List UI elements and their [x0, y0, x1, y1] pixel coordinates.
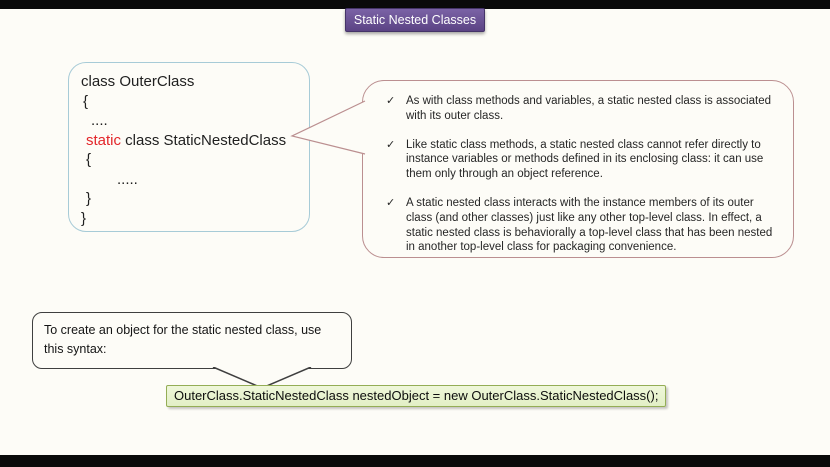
list-item: ✓ Like static class methods, a static ne… — [386, 138, 779, 182]
letterbox-bottom-bar — [0, 455, 830, 467]
bullet-text-association: As with class methods and variables, a s… — [406, 95, 771, 122]
code-line-dots-outer: .... — [91, 112, 108, 129]
code-box: class OuterClass { .... static class Sta… — [68, 62, 310, 232]
list-item: ✓ A static nested class interacts with t… — [386, 196, 779, 255]
code-line-dots-inner: ..... — [117, 170, 138, 188]
slide-title: Static Nested Classes — [345, 8, 485, 32]
syntax-speech-bubble: To create an object for the static neste… — [32, 312, 352, 369]
checkmark-icon: ✓ — [386, 196, 396, 209]
static-nested-class-declaration: class StaticNestedClass — [121, 131, 287, 149]
list-item: ✓ As with class methods and variables, a… — [386, 94, 779, 124]
letterbox-top-bar — [0, 0, 830, 9]
code-line-close-brace-inner: } — [86, 190, 92, 207]
code-line-static-nested-class: static class StaticNestedClass — [69, 131, 309, 151]
code-line-class-outerclass: class OuterClass — [81, 73, 195, 90]
notes-callout-bubble: ✓ As with class methods and variables, a… — [362, 80, 794, 258]
code-line-open-brace-outer: { — [83, 92, 89, 110]
bullet-text-top-level-behavior: A static nested class interacts with the… — [406, 196, 773, 254]
static-keyword: static — [86, 131, 122, 149]
bullet-text-no-direct-instance-access: Like static class methods, a static nest… — [406, 138, 764, 181]
checkmark-icon: ✓ — [386, 138, 396, 151]
code-line-close-brace-outer: } — [81, 209, 87, 227]
code-line-open-brace-inner: { — [86, 151, 92, 168]
speech-bubble-text: To create an object for the static neste… — [44, 323, 322, 356]
syntax-code-box: OuterClass.StaticNestedClass nestedObjec… — [166, 385, 667, 407]
checkmark-icon: ✓ — [386, 95, 396, 107]
callout-tail-pointer — [290, 100, 366, 155]
